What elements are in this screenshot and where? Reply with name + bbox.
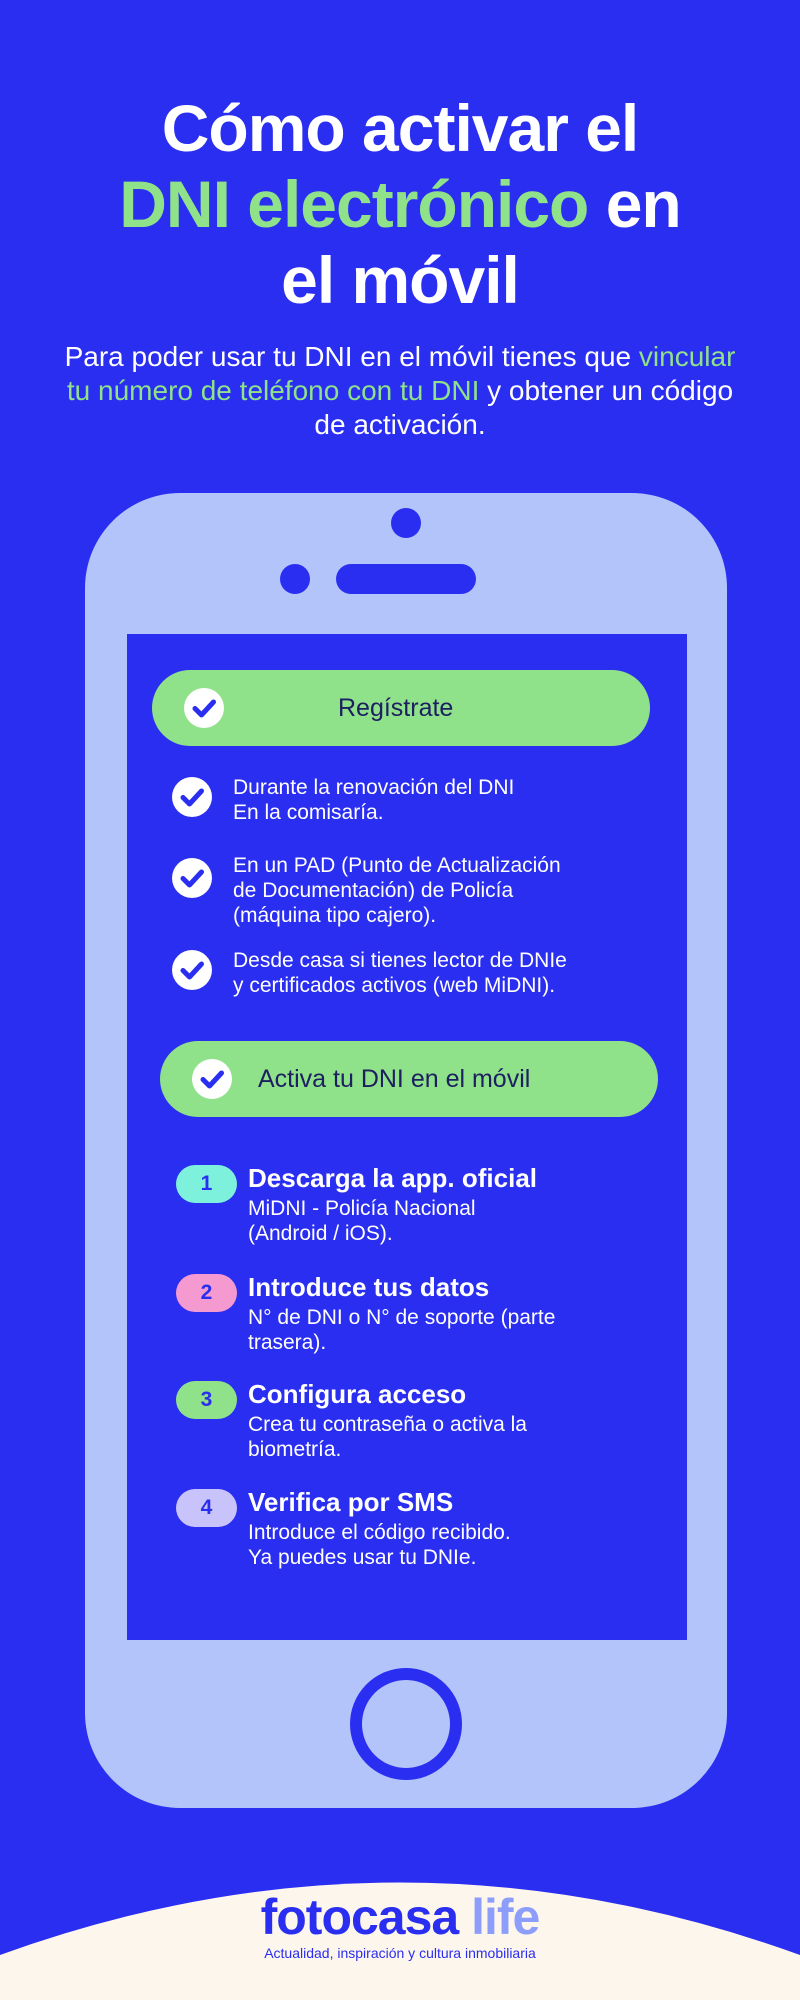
- step-description: Crea tu contraseña o activa la biometría…: [248, 1412, 648, 1462]
- check-icon: [172, 950, 212, 990]
- phone-camera: [391, 508, 421, 538]
- subtitle-highlight: vincular tu número de teléfono con tu DN…: [66, 341, 736, 406]
- page-title: Cómo activar el DNI electrónico en el mó…: [0, 90, 800, 318]
- check-icon: [184, 688, 224, 728]
- register-item-line: (máquina tipo cajero).: [233, 904, 437, 927]
- step-number-badge: 4: [176, 1489, 237, 1527]
- register-item-text: Durante la renovación del DNI En la comi…: [233, 775, 633, 825]
- register-heading: Regístrate: [338, 694, 454, 722]
- logo-tagline: Actualidad, inspiración y cultura inmobi…: [264, 1945, 536, 1961]
- step-title: Introduce tus datos: [248, 1272, 490, 1302]
- register-item-line: de Documentación) de Policía: [233, 879, 514, 902]
- check-icon: [172, 858, 212, 898]
- register-item-line: En un PAD (Punto de Actualización: [233, 854, 561, 877]
- step-description-line: Introduce el código recibido.: [248, 1521, 511, 1544]
- register-pill: Regístrate: [152, 670, 650, 746]
- title-line-1: Cómo activar el: [161, 91, 640, 165]
- step-description: Introduce el código recibido. Ya puedes …: [248, 1520, 648, 1570]
- title-highlight: DNI electrónico: [119, 167, 589, 241]
- step-number-badge: 1: [176, 1165, 237, 1203]
- phone-screen: [127, 634, 687, 1640]
- step-description-line: biometría.: [248, 1438, 342, 1461]
- register-item-line: Desde casa si tienes lector de DNIe: [233, 949, 567, 972]
- subtitle: Para poder usar tu DNI en el móvil tiene…: [60, 340, 740, 442]
- title-line-3: el móvil: [281, 243, 520, 317]
- register-item-text: Desde casa si tienes lector de DNIe y ce…: [233, 948, 633, 998]
- step-title: Descarga la app. oficial: [248, 1163, 538, 1193]
- logo-accent: life: [471, 1889, 540, 1945]
- step-description-line: Ya puedes usar tu DNIe.: [248, 1546, 477, 1569]
- step-description: N° de DNI o N° de soporte (parte trasera…: [248, 1305, 648, 1355]
- register-item-line: En la comisaría.: [233, 801, 384, 824]
- phone-speaker: [336, 564, 476, 594]
- phone-home-button: [350, 1668, 462, 1780]
- subtitle-part-1: Para poder usar tu DNI en el móvil tiene…: [64, 341, 639, 372]
- phone-sensor: [280, 564, 310, 594]
- register-item-line: Durante la renovación del DNI: [233, 776, 515, 799]
- step-description: MiDNI - Policía Nacional (Android / iOS)…: [248, 1196, 648, 1246]
- footer-background: [0, 1882, 800, 2000]
- fotocasa-life-logo: fotocasa life: [0, 1888, 800, 1946]
- title-line-2: DNI electrónico en: [0, 166, 800, 242]
- step-description-line: N° de DNI o N° de soporte (parte: [248, 1306, 556, 1329]
- step-description-line: trasera).: [248, 1331, 327, 1354]
- check-icon: [192, 1059, 232, 1099]
- step-number-badge: 2: [176, 1274, 237, 1312]
- step-description-line: (Android / iOS).: [248, 1222, 393, 1245]
- logo-main: fotocasa: [260, 1889, 472, 1945]
- step-description-line: Crea tu contraseña o activa la: [248, 1413, 527, 1436]
- activate-pill: Activa tu DNI en el móvil: [160, 1041, 658, 1117]
- subtitle-part-2: y obtener un código de activación.: [314, 375, 734, 440]
- step-number-badge: 3: [176, 1381, 237, 1419]
- step-title: Verifica por SMS: [248, 1487, 454, 1517]
- step-description-line: MiDNI - Policía Nacional: [248, 1197, 476, 1220]
- register-item-text: En un PAD (Punto de Actualización de Doc…: [233, 853, 633, 928]
- title-line-2-rest: en: [588, 167, 682, 241]
- register-item-line: y certificados activos (web MiDNI).: [233, 974, 556, 997]
- activate-heading: Activa tu DNI en el móvil: [258, 1065, 531, 1093]
- step-title: Configura acceso: [248, 1379, 467, 1409]
- check-icon: [172, 777, 212, 817]
